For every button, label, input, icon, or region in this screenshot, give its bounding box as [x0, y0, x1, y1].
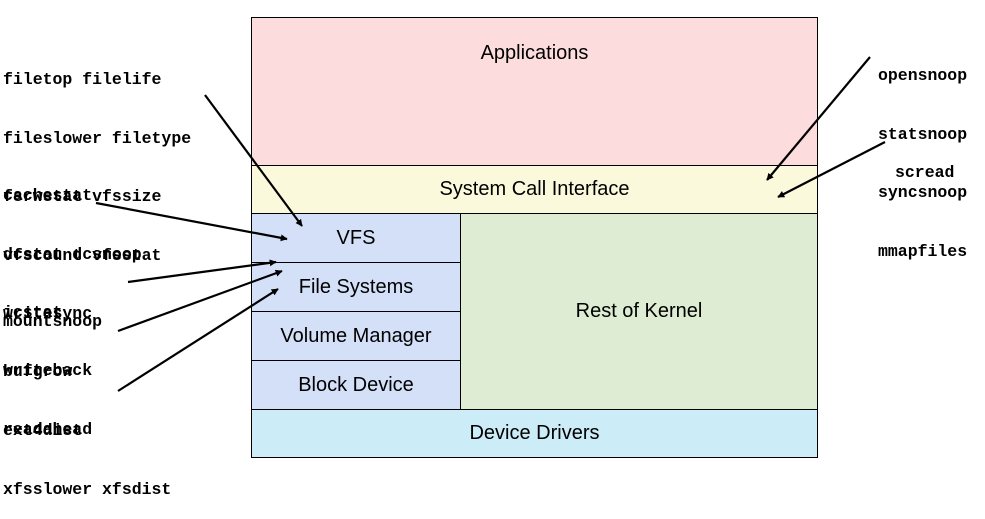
rest-of-kernel-label: Rest of Kernel [575, 300, 703, 322]
tool-line: icstat [3, 303, 63, 322]
file-systems-label: File Systems [298, 275, 414, 298]
tool-line: dcstat dcsnoop [3, 244, 142, 264]
arrow-scread-to-syscall [777, 141, 886, 198]
tool-line: filetop filelife [3, 70, 162, 89]
tool-line: writeback [3, 361, 93, 380]
tool-line: syncsnoop [878, 183, 968, 202]
tool-line: mountsnoop [3, 312, 103, 331]
arrow-fs-tools-to-file-systems [117, 288, 279, 392]
arrow-mountsnoop-to-vfs [127, 259, 277, 284]
tool-group-vfs: filetop filelife fileslower filetype fsr… [3, 31, 191, 343]
tool-mountsnoop: mountsnoop [3, 273, 102, 351]
arrow-syscall-tools-to-syscall [766, 56, 871, 181]
volume-manager-label: Volume Manager [280, 324, 432, 347]
tool-line: fsrwstat vfssize [3, 187, 162, 206]
tool-line: opensnoop [878, 66, 968, 85]
arrow-writeback-to-file-systems [117, 269, 283, 333]
applications-layer: Applications [251, 17, 818, 166]
tool-scread: scread [895, 124, 954, 202]
tool-line: ext4dist [3, 421, 83, 440]
tool-group-syscall: opensnoop statsnoop syncsnoop mmapfiles [878, 27, 967, 281]
tool-line: bufgrow [3, 361, 73, 381]
tool-writeback: writeback [3, 322, 92, 400]
tool-line: xfsslower xfsdist [3, 479, 172, 499]
arrow-vfs-tools-to-vfs [204, 94, 303, 227]
tool-line: mmapfiles [878, 241, 968, 261]
tool-line: statsnoop [878, 124, 968, 144]
arrow-cache-tools-to-vfs [95, 201, 288, 242]
tool-line: vfscount vfsstat [3, 245, 162, 265]
tool-line: cachestat [3, 186, 93, 205]
volume-manager-layer: Volume Manager [251, 311, 461, 361]
device-drivers-layer: Device Drivers [251, 409, 818, 458]
rest-of-kernel-layer: Rest of Kernel [460, 213, 818, 410]
applications-label: Applications [480, 42, 589, 64]
device-drivers-label: Device Drivers [469, 422, 600, 444]
system-call-interface-label: System Call Interface [439, 178, 630, 200]
vfs-label: VFS [336, 226, 376, 249]
arrows-overlay [95, 56, 886, 392]
block-device-layer: Block Device [251, 360, 461, 410]
block-device-label: Block Device [298, 373, 414, 396]
tool-line: fileslower filetype [3, 128, 192, 148]
tool-line: writesync [3, 304, 93, 323]
tool-line: readahead [3, 420, 93, 439]
tool-line: scread [895, 163, 955, 182]
tool-group-cache: cachestat dcstat dcsnoop icstat bufgrow … [3, 147, 142, 459]
